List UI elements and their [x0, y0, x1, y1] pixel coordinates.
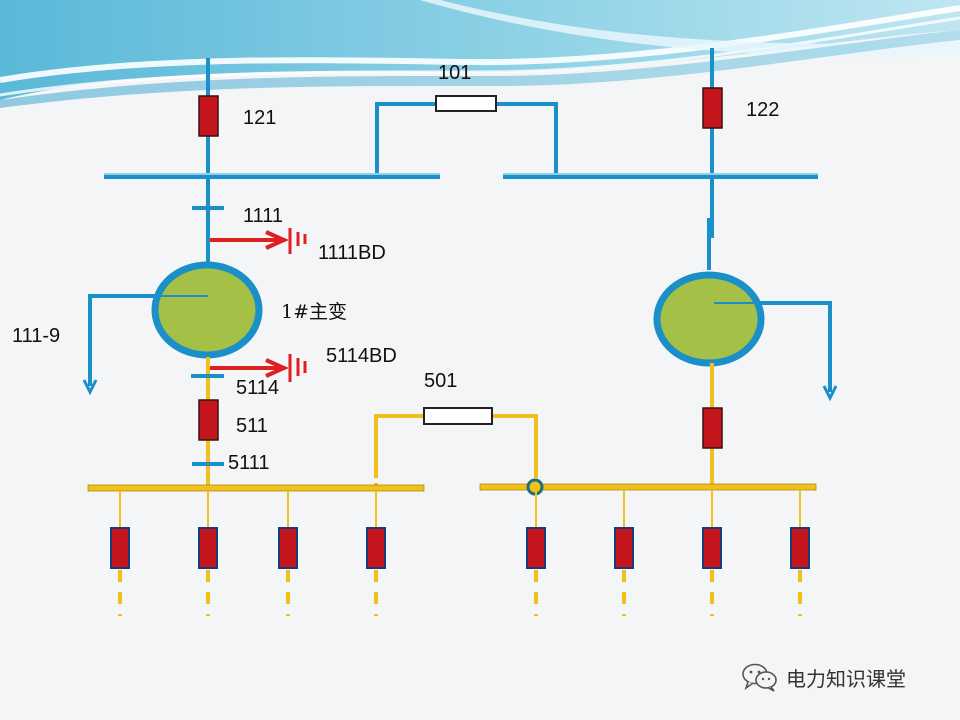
breaker-right-lv: [702, 407, 723, 449]
bus-tie-501-right: [492, 414, 538, 470]
watermark: 电力知识课堂: [740, 662, 906, 692]
feeder-breaker: [110, 527, 130, 569]
breaker-511: [198, 399, 219, 441]
header-wave-decoration: [0, 0, 960, 108]
label-1111bd: 1111BD: [318, 242, 386, 264]
down-arrow-left-icon: [82, 379, 98, 396]
watermark-text: 电力知识课堂: [786, 666, 906, 691]
label-101: 101: [438, 62, 472, 84]
feeder-breaker: [198, 527, 218, 569]
feeder-breaker: [278, 527, 298, 569]
bus-tie-501-left: [374, 414, 424, 470]
wechat-icon: [742, 663, 777, 692]
transformer-1: [151, 261, 263, 359]
feeder-breaker: [526, 527, 546, 569]
down-arrow-right-icon: [822, 385, 838, 402]
feeder-breaker: [366, 527, 386, 569]
label-111-9: 111-9: [12, 325, 61, 347]
label-5114: 5114: [236, 377, 280, 399]
label-5114bd: 5114BD: [326, 345, 397, 367]
lv-busbar-right: [479, 483, 817, 491]
lv-busbar-left: [87, 484, 425, 492]
feeder-breaker: [702, 527, 722, 569]
breaker-121: [198, 95, 219, 137]
label-1111: 1111: [243, 205, 284, 227]
bus-tie-101-right: [496, 102, 558, 176]
feeder-breaker: [614, 527, 634, 569]
bus-tie-breaker-501: [423, 407, 493, 425]
bus-tie-breaker-101: [435, 95, 497, 112]
hv-busbar-right: [503, 173, 818, 179]
hv-busbar-left: [104, 173, 440, 179]
breaker-122: [702, 87, 723, 129]
label-511: 511: [236, 415, 268, 437]
label-transformer-1: 1#主变: [281, 301, 348, 323]
feeder-breaker: [790, 527, 810, 569]
label-5111: 5111: [228, 452, 270, 474]
label-122: 122: [746, 99, 780, 121]
bus-tie-101-left: [375, 102, 436, 176]
grounding-switch-5114bd: [210, 354, 307, 382]
label-501: 501: [424, 370, 458, 392]
feeder-group: [110, 491, 810, 616]
grounding-switch-1111bd: [210, 228, 307, 254]
transformer-2: [653, 271, 765, 367]
label-121: 121: [243, 107, 277, 129]
